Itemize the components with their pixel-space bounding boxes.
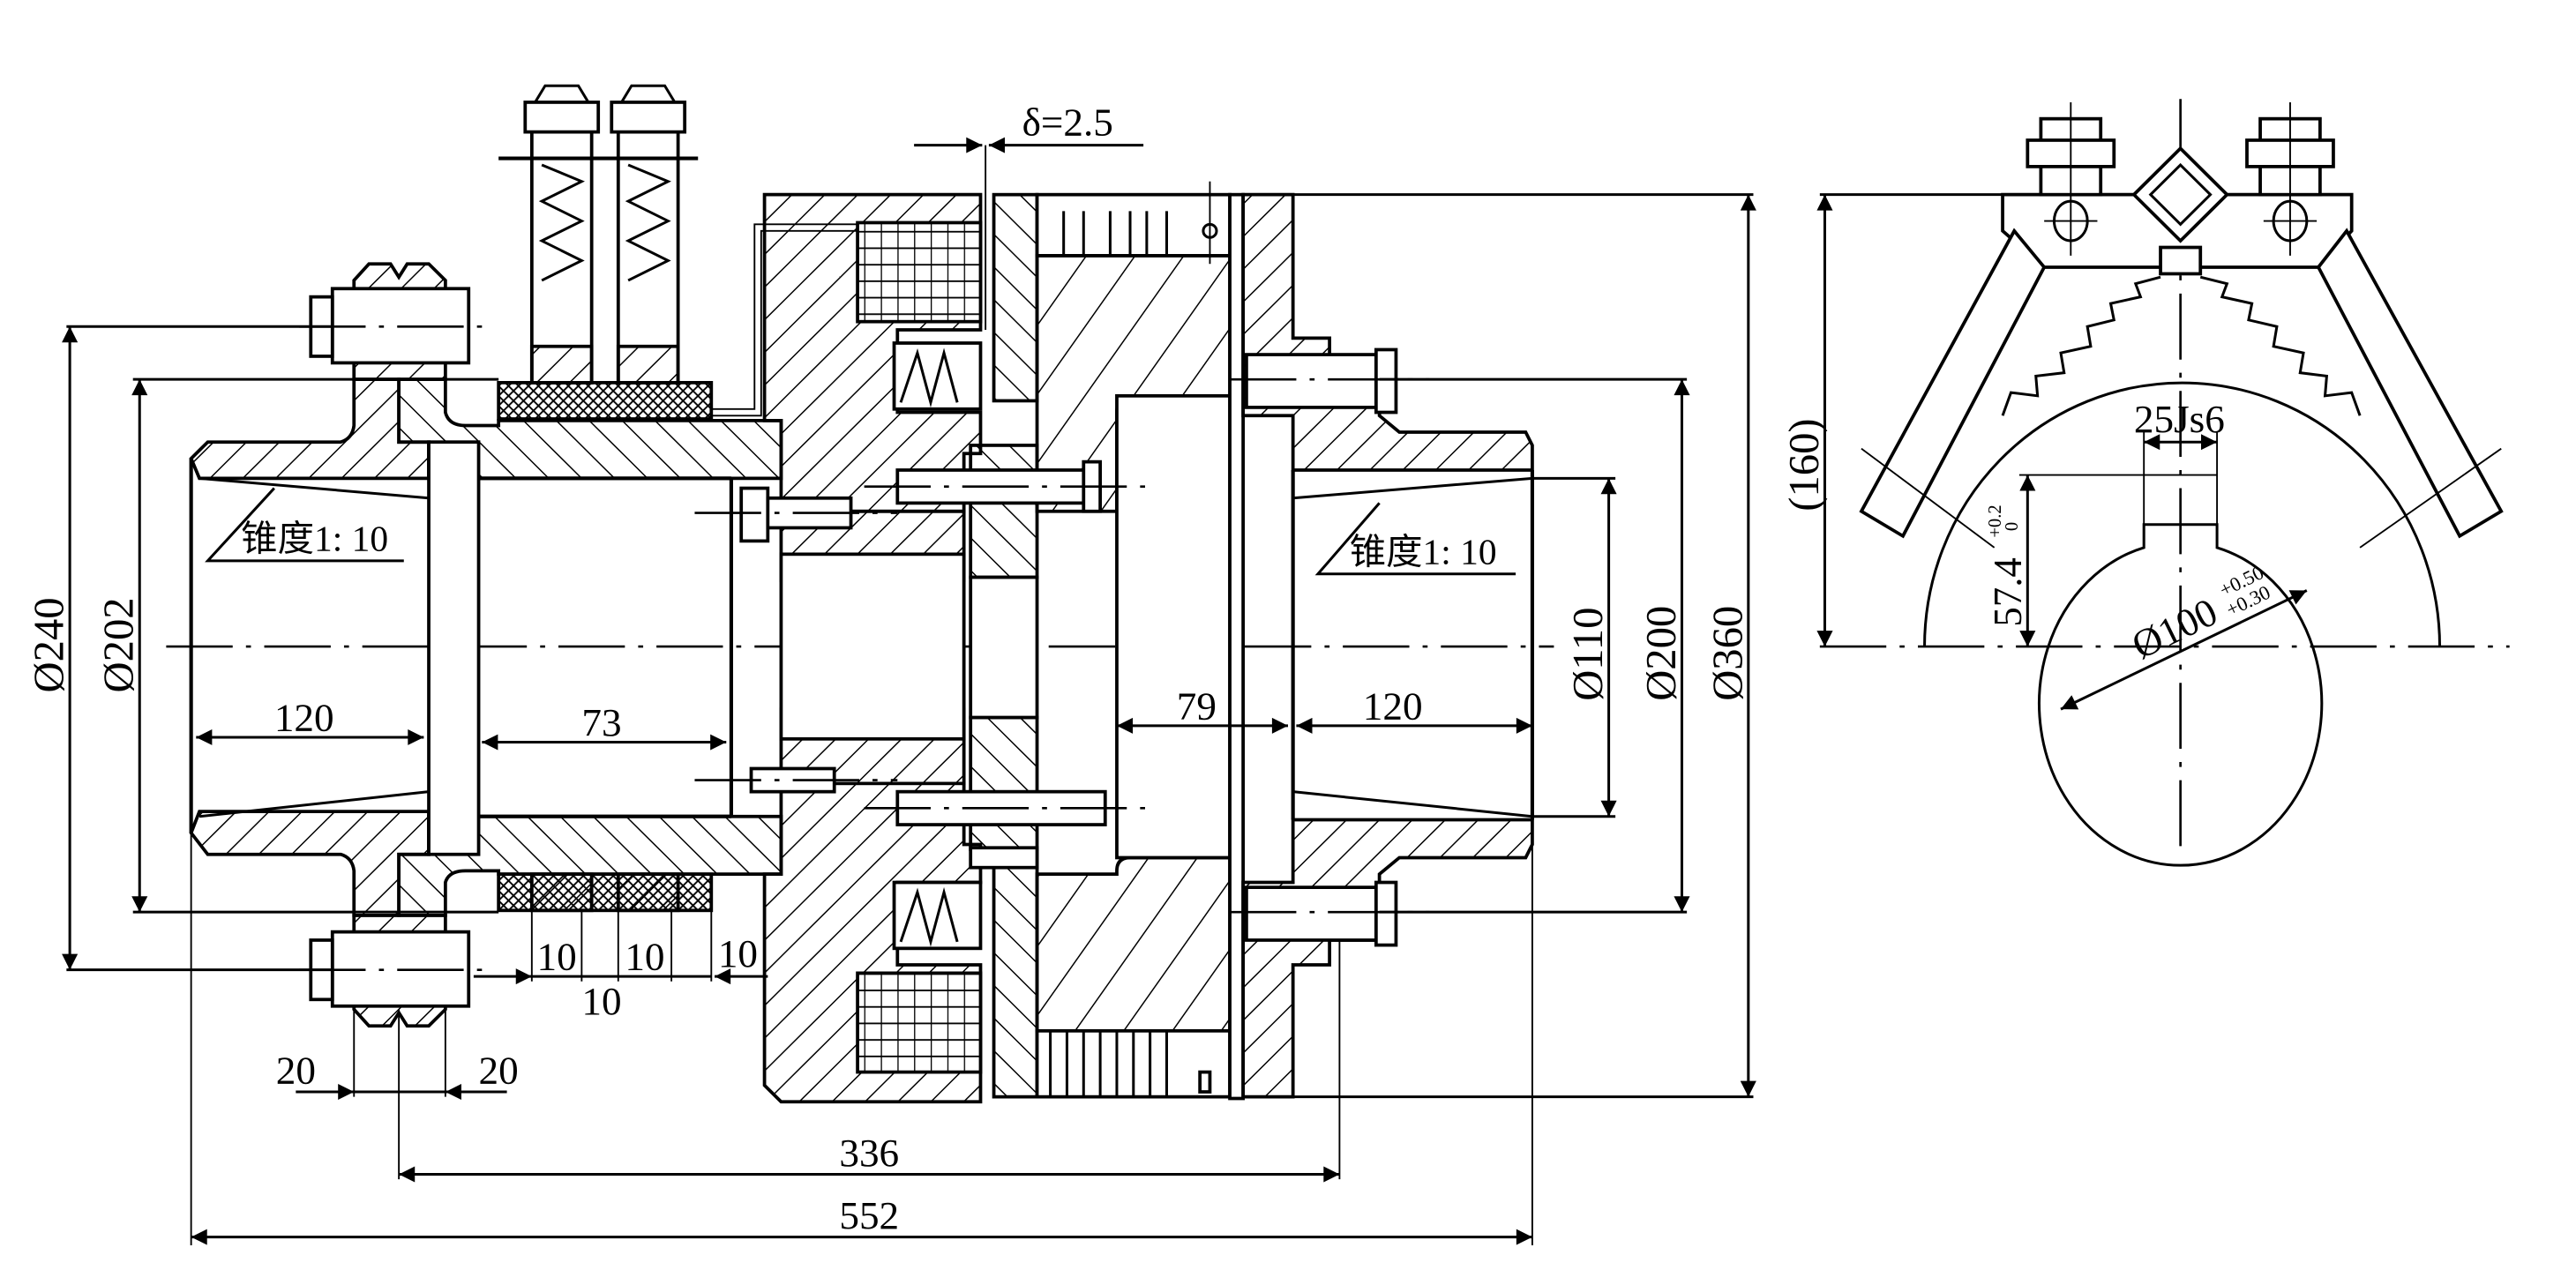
dim-ring-a: 10 xyxy=(536,935,576,979)
right-flange-upper xyxy=(1241,192,1534,472)
friction-fins-lower xyxy=(1035,1028,1232,1099)
dim-left-bore: 120 xyxy=(274,696,334,740)
dim-d200: Ø200 xyxy=(1637,606,1685,701)
taper-note-left: 锥度1: 10 xyxy=(241,519,388,559)
dim-right-bore: 120 xyxy=(1363,684,1423,728)
dim-mid-bore: 73 xyxy=(581,700,621,744)
clamp-bolt-right xyxy=(2245,101,2335,256)
dim-right-gap: 79 xyxy=(1177,684,1217,728)
air-gap-label: δ=2.5 xyxy=(1022,100,1113,144)
left-hub-upper xyxy=(189,377,431,481)
dim-ring-d: 10 xyxy=(581,979,621,1023)
dim-flange-right: 20 xyxy=(479,1049,519,1093)
hub-arc xyxy=(1923,381,2442,647)
dim-d240: Ø240 xyxy=(25,597,72,692)
flange-plate xyxy=(427,440,481,856)
dim-key-depth: 57.4 xyxy=(1986,557,2030,627)
taper-note-right: 锥度1: 10 xyxy=(1350,532,1497,572)
coil-upper xyxy=(856,220,983,324)
dim-flange-left: 20 xyxy=(276,1049,316,1093)
dim-bore-dia: Ø100 xyxy=(2125,590,2224,668)
flange-bolt-upper xyxy=(299,262,490,381)
clamp-bolt-left xyxy=(2026,101,2116,256)
dim-key-depth-tol-lower: 0 xyxy=(2003,522,2022,531)
dim-d110: Ø110 xyxy=(1564,608,1612,701)
dim-d360: Ø360 xyxy=(1704,606,1751,701)
dim-key-width: 25Js6 xyxy=(2134,397,2225,441)
rotor-lower xyxy=(1035,855,1232,1033)
brush-holder-1 xyxy=(523,84,601,385)
dim-ring-b: 10 xyxy=(625,935,664,979)
slip-ring-insulation-upper xyxy=(497,381,714,421)
dim-side-height: (160) xyxy=(1780,418,1828,511)
thin-disc xyxy=(1228,192,1246,1101)
center-screw-upper xyxy=(694,459,1147,543)
brush-holder-2 xyxy=(610,84,687,385)
left-hub-lower xyxy=(189,810,431,917)
dim-overall: 552 xyxy=(839,1193,899,1237)
center-screw-lower xyxy=(694,766,1147,870)
dim-key-depth-tol-upper: +0.2 xyxy=(1986,504,2005,537)
friction-fins-upper xyxy=(1035,181,1232,265)
main-section-view: Ø240 Ø202 Ø110 Ø200 Ø360 120 73 79 120 1… xyxy=(25,84,1756,1245)
right-flange-lower xyxy=(1241,818,1534,1099)
brush-arm-right xyxy=(2316,228,2504,539)
coil-lower xyxy=(856,971,983,1074)
dim-mid-span: 336 xyxy=(839,1131,899,1175)
armature-plate-upper xyxy=(992,192,1039,403)
dim-ring-c: 10 xyxy=(718,931,758,975)
side-view: (160) 25Js xyxy=(1780,99,2510,867)
armature-plate-lower xyxy=(992,848,1039,1099)
dim-d202: Ø202 xyxy=(95,597,143,692)
brush-arm-left xyxy=(1859,228,2047,539)
